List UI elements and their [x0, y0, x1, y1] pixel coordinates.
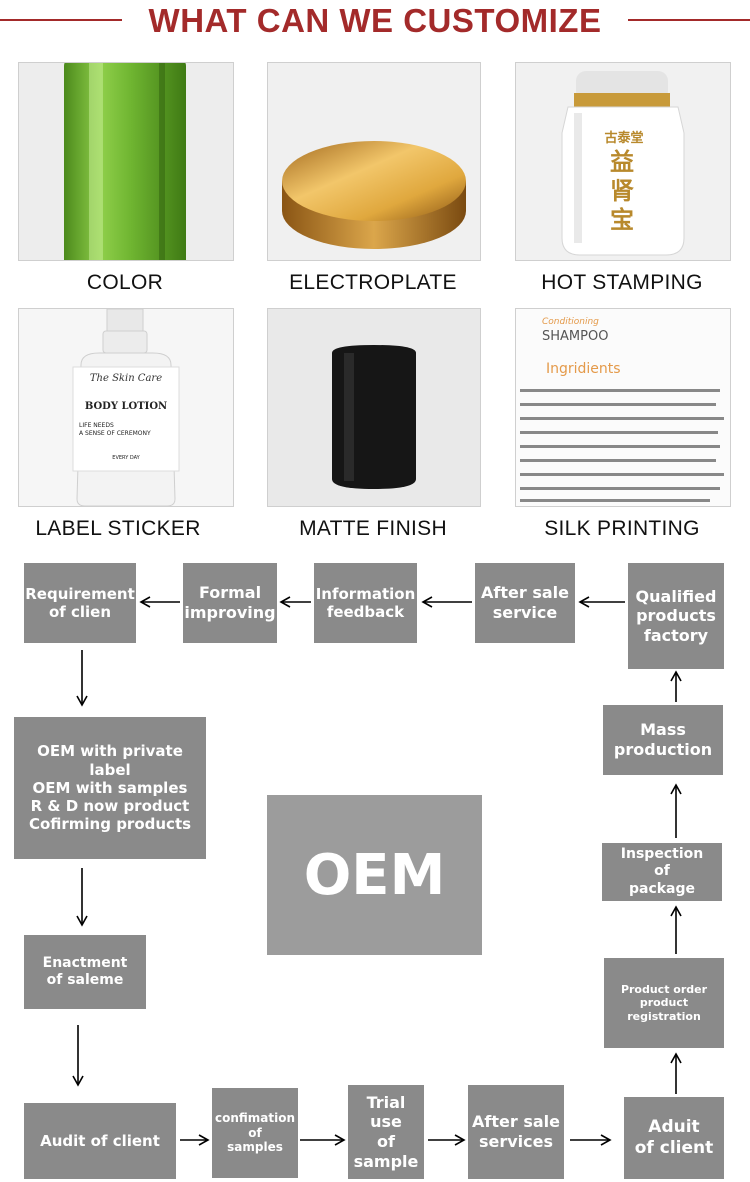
black-cap-image	[268, 309, 480, 506]
caption-label-sticker: LABEL STICKER	[35, 517, 201, 540]
silk-printing-photo: Conditioning SHAMPOO Ingridients	[515, 308, 731, 507]
sticker-line1: LIFE NEEDS	[79, 422, 114, 429]
hot-stamping-photo: 古泰堂 益肾宝	[515, 62, 731, 261]
sticker-line2: A SENSE OF CEREMONY	[79, 430, 151, 437]
step-product-order: Product order product registration	[604, 958, 724, 1048]
printed-bottle-image	[516, 309, 730, 506]
sticker-line3: EVERY DAY	[112, 455, 140, 461]
hot-stamp-name: 益肾宝	[610, 147, 634, 234]
step-audit-client: Audit of client	[24, 1103, 176, 1179]
color-photo	[18, 62, 234, 261]
label-sticker-photo: The Skin Care BODY LOTION LIFE NEEDS A S…	[18, 308, 234, 507]
step-trial-use: Trial use of sample	[348, 1085, 424, 1179]
pump-bottle-image	[19, 309, 233, 506]
caption-color: COLOR	[86, 271, 164, 294]
electroplate-photo	[267, 62, 481, 261]
step-information-feedback: Information feedback	[314, 563, 417, 643]
silk-sub: Conditioning	[542, 317, 599, 327]
step-mass-production: Mass production	[603, 705, 723, 775]
hot-stamp-brand: 古泰堂	[604, 131, 644, 146]
caption-silk-printing: SILK PRINTING	[544, 517, 700, 540]
green-bottle-image	[19, 63, 233, 260]
glass-bottle-image	[516, 63, 730, 260]
caption-matte-finish: MATTE FINISH	[299, 517, 447, 540]
step-oem-options: OEM with private label OEM with samples …	[14, 717, 206, 859]
caption-electroplate: ELECTROPLATE	[289, 271, 457, 294]
oem-center: OEM	[267, 795, 482, 955]
silk-heading: Ingridients	[546, 361, 621, 377]
step-enactment: Enactment of saleme	[24, 935, 146, 1009]
step-inspection-package: Inspection of package	[602, 843, 722, 901]
page-title: WHAT CAN WE CUSTOMIZE	[148, 2, 602, 39]
gold-cap-image	[268, 63, 480, 260]
matte-finish-photo	[267, 308, 481, 507]
step-confirmation-samples: confimation of samples	[212, 1088, 298, 1178]
step-formal-improving: Formal improving	[183, 563, 277, 643]
step-requirement: Requirement of clien	[24, 563, 136, 643]
title-right-rule	[628, 19, 750, 21]
header: WHAT CAN WE CUSTOMIZE	[0, 0, 750, 44]
caption-hot-stamping: HOT STAMPING	[541, 271, 703, 294]
sticker-brand: The Skin Care	[89, 373, 163, 384]
sticker-product: BODY LOTION	[84, 401, 168, 412]
silk-name: SHAMPOO	[542, 329, 609, 344]
step-aduit-client: Aduit of client	[624, 1097, 724, 1179]
step-qualified-factory: Qualified products factory	[628, 563, 724, 669]
step-after-sale-service: After sale service	[475, 563, 575, 643]
title-left-rule	[0, 19, 122, 21]
step-after-sale-services: After sale services	[468, 1085, 564, 1179]
